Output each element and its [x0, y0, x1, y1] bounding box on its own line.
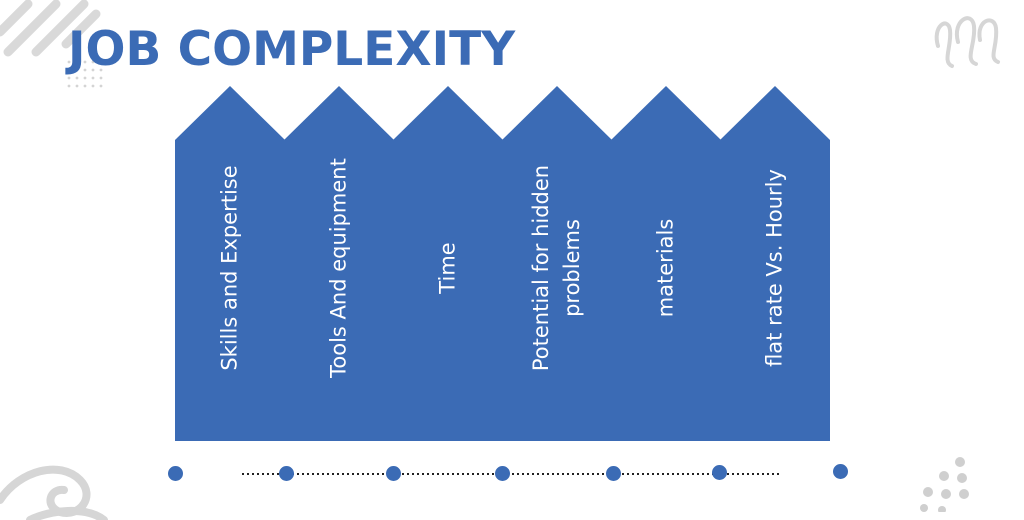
timeline-dot: [712, 465, 727, 480]
timeline-dot: [168, 466, 183, 481]
page-title: JOB COMPLEXITY: [68, 22, 516, 77]
timeline-dot: [606, 466, 621, 481]
timeline-dot: [279, 466, 294, 481]
timeline-dot: [386, 466, 401, 481]
arrow-column-materials: materials: [611, 0, 721, 512]
arrow-column-tools: Tools And equipment: [284, 0, 394, 512]
squiggle-lines: [934, 16, 1000, 68]
dot-grid-pattern: [67, 60, 103, 88]
arrow-column-hidden-problems: Potential for hidden problems: [502, 0, 612, 512]
dot-cluster: [920, 457, 969, 512]
timeline-dot: [833, 464, 848, 479]
diagonal-stripes-pattern: [0, 0, 101, 57]
arrow-column-rate: flat rate Vs. Hourly: [720, 0, 830, 512]
timeline-dot: [495, 466, 510, 481]
arrow-column-time: Time: [393, 0, 503, 512]
arrow-column-skills: Skills and Expertise: [175, 0, 285, 512]
